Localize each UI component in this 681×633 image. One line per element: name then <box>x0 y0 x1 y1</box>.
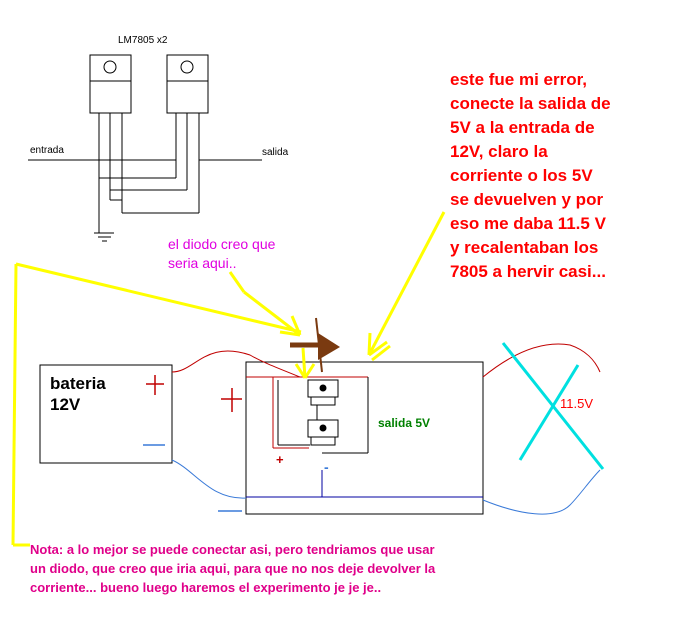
battery-box <box>39 364 173 464</box>
regulator-body-2 <box>166 80 209 114</box>
input-label: entrada <box>30 145 64 156</box>
schematic <box>28 54 262 242</box>
diode-icon <box>290 317 340 373</box>
board-input-plus-icon <box>221 388 242 412</box>
yellow-arrows <box>11 211 446 547</box>
footer-note: Nota: a lo mejor se puede conectar asi, … <box>30 542 436 595</box>
diode-note: el diodo creo que seria aqui.. <box>168 236 276 271</box>
board-regulators <box>307 379 339 446</box>
board-output-label: salida 5V <box>378 416 431 430</box>
regulator-tab-2 <box>166 54 209 82</box>
battery-label: bateria 12V <box>50 374 106 414</box>
board-box <box>245 361 484 515</box>
board-minus-label: - <box>324 459 329 475</box>
regulator-label: LM7805 x2 <box>118 35 168 46</box>
crossed-out-x <box>501 342 605 470</box>
battery-plus-icon <box>146 375 164 395</box>
regulator-body-1 <box>89 80 132 114</box>
board-plus-label: + <box>276 452 284 467</box>
board-wiring <box>277 377 369 454</box>
regulator-hole-1 <box>103 60 117 74</box>
regulator-hole-2 <box>180 60 194 74</box>
error-note: este fue mi error, conecte la salida de … <box>450 70 611 281</box>
crossed-out-label: 11.5V <box>560 396 594 411</box>
output-label: salida <box>262 147 289 158</box>
regulator-tab-1 <box>89 54 132 82</box>
negative-wires <box>171 459 601 515</box>
